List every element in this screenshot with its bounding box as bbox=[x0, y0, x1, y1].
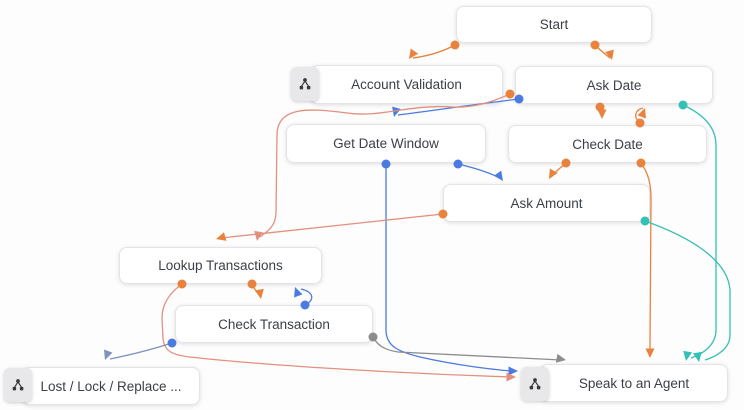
arrowhead-get-date-window-to-ask-amount bbox=[493, 170, 503, 181]
arrowhead-start-to-ask-date bbox=[605, 49, 614, 60]
edge-check-transaction-to-speak-agent bbox=[372, 336, 562, 361]
node-label-get-date-window: Get Date Window bbox=[333, 136, 439, 151]
arrowhead-ask-amount-to-lookup-transactions bbox=[216, 232, 227, 241]
arrowhead-get-date-window-to-speak-agent bbox=[508, 366, 518, 376]
node-label-check-date: Check Date bbox=[572, 136, 643, 152]
subflow-icon bbox=[291, 67, 319, 101]
arrowhead-check-transaction-to-speak-agent bbox=[555, 353, 566, 363]
edge-get-date-window-to-ask-amount bbox=[457, 163, 501, 179]
arrowhead-lookup-transactions-to-speak-agent bbox=[506, 372, 516, 382]
subflow-icon bbox=[521, 367, 549, 401]
edge-start-to-ask-date bbox=[594, 44, 611, 59]
port-dot-check-transaction-to-lost-lock-replace[interactable] bbox=[167, 338, 177, 348]
node-label-start: Start bbox=[539, 17, 569, 32]
node-check-transaction[interactable]: Check Transaction bbox=[175, 305, 373, 343]
arrowhead-account-validation-to-lookup-transactions bbox=[254, 230, 264, 241]
edge-check-date-to-ask-date bbox=[635, 107, 644, 124]
edge-ask-date-to-check-date bbox=[599, 106, 603, 118]
node-ask-date[interactable]: Ask Date bbox=[515, 66, 713, 104]
node-speak-agent[interactable]: Speak to an Agent bbox=[540, 364, 728, 402]
subflow-icon bbox=[4, 368, 32, 402]
node-label-account-validation: Account Validation bbox=[351, 77, 462, 92]
node-label-check-transaction: Check Transaction bbox=[218, 316, 330, 332]
node-check-date[interactable]: Check Date bbox=[508, 125, 707, 163]
arrowhead-ask-amount-to-speak-agent bbox=[692, 351, 702, 362]
node-get-date-window[interactable]: Get Date Window bbox=[286, 124, 486, 163]
edge-check-date-to-ask-amount bbox=[550, 162, 567, 178]
node-label-lost-lock-replace: Lost / Lock / Replace ... bbox=[40, 378, 182, 394]
arrowhead-check-date-to-speak-agent bbox=[645, 348, 655, 358]
node-label-speak-agent: Speak to an Agent bbox=[578, 375, 690, 391]
arrowhead-check-transaction-to-lost-lock-replace bbox=[104, 349, 113, 360]
node-ask-amount[interactable]: Ask Amount bbox=[443, 184, 650, 222]
port-dot-start-to-account-validation[interactable] bbox=[450, 40, 460, 50]
arrowhead-ask-date-to-speak-agent bbox=[683, 350, 693, 361]
edge-check-transaction-to-lookup-transactions bbox=[300, 288, 313, 306]
edge-start-to-account-validation bbox=[412, 44, 456, 59]
arrowhead-lookup-transactions-to-check-transaction bbox=[254, 288, 264, 299]
node-label-ask-amount: Ask Amount bbox=[510, 195, 583, 211]
edge-ask-amount-to-speak-agent bbox=[644, 220, 731, 361]
edge-lookup-transactions-to-check-transaction bbox=[251, 283, 261, 297]
node-start[interactable]: Start bbox=[456, 6, 652, 43]
arrowhead-ask-date-to-check-date bbox=[597, 109, 607, 119]
edge-check-transaction-to-lost-lock-replace bbox=[109, 342, 173, 360]
edge-ask-amount-to-lookup-transactions bbox=[220, 213, 444, 239]
arrowhead-check-transaction-to-lookup-transactions bbox=[294, 287, 303, 298]
node-lookup-transactions[interactable]: Lookup Transactions bbox=[119, 247, 322, 284]
arrowhead-check-date-to-ask-date bbox=[637, 108, 646, 119]
node-lost-lock-replace[interactable]: Lost / Lock / Replace ... bbox=[22, 367, 200, 405]
node-label-ask-date: Ask Date bbox=[586, 77, 642, 93]
arrowhead-ask-date-to-get-date-window bbox=[392, 106, 401, 117]
node-label-lookup-transactions: Lookup Transactions bbox=[158, 258, 283, 273]
port-dot-account-validation-to-lookup-transactions[interactable] bbox=[505, 89, 515, 99]
arrowhead-start-to-account-validation bbox=[409, 48, 419, 59]
arrowhead-check-date-to-ask-amount bbox=[549, 168, 558, 179]
node-account-validation[interactable]: Account Validation bbox=[310, 65, 503, 104]
